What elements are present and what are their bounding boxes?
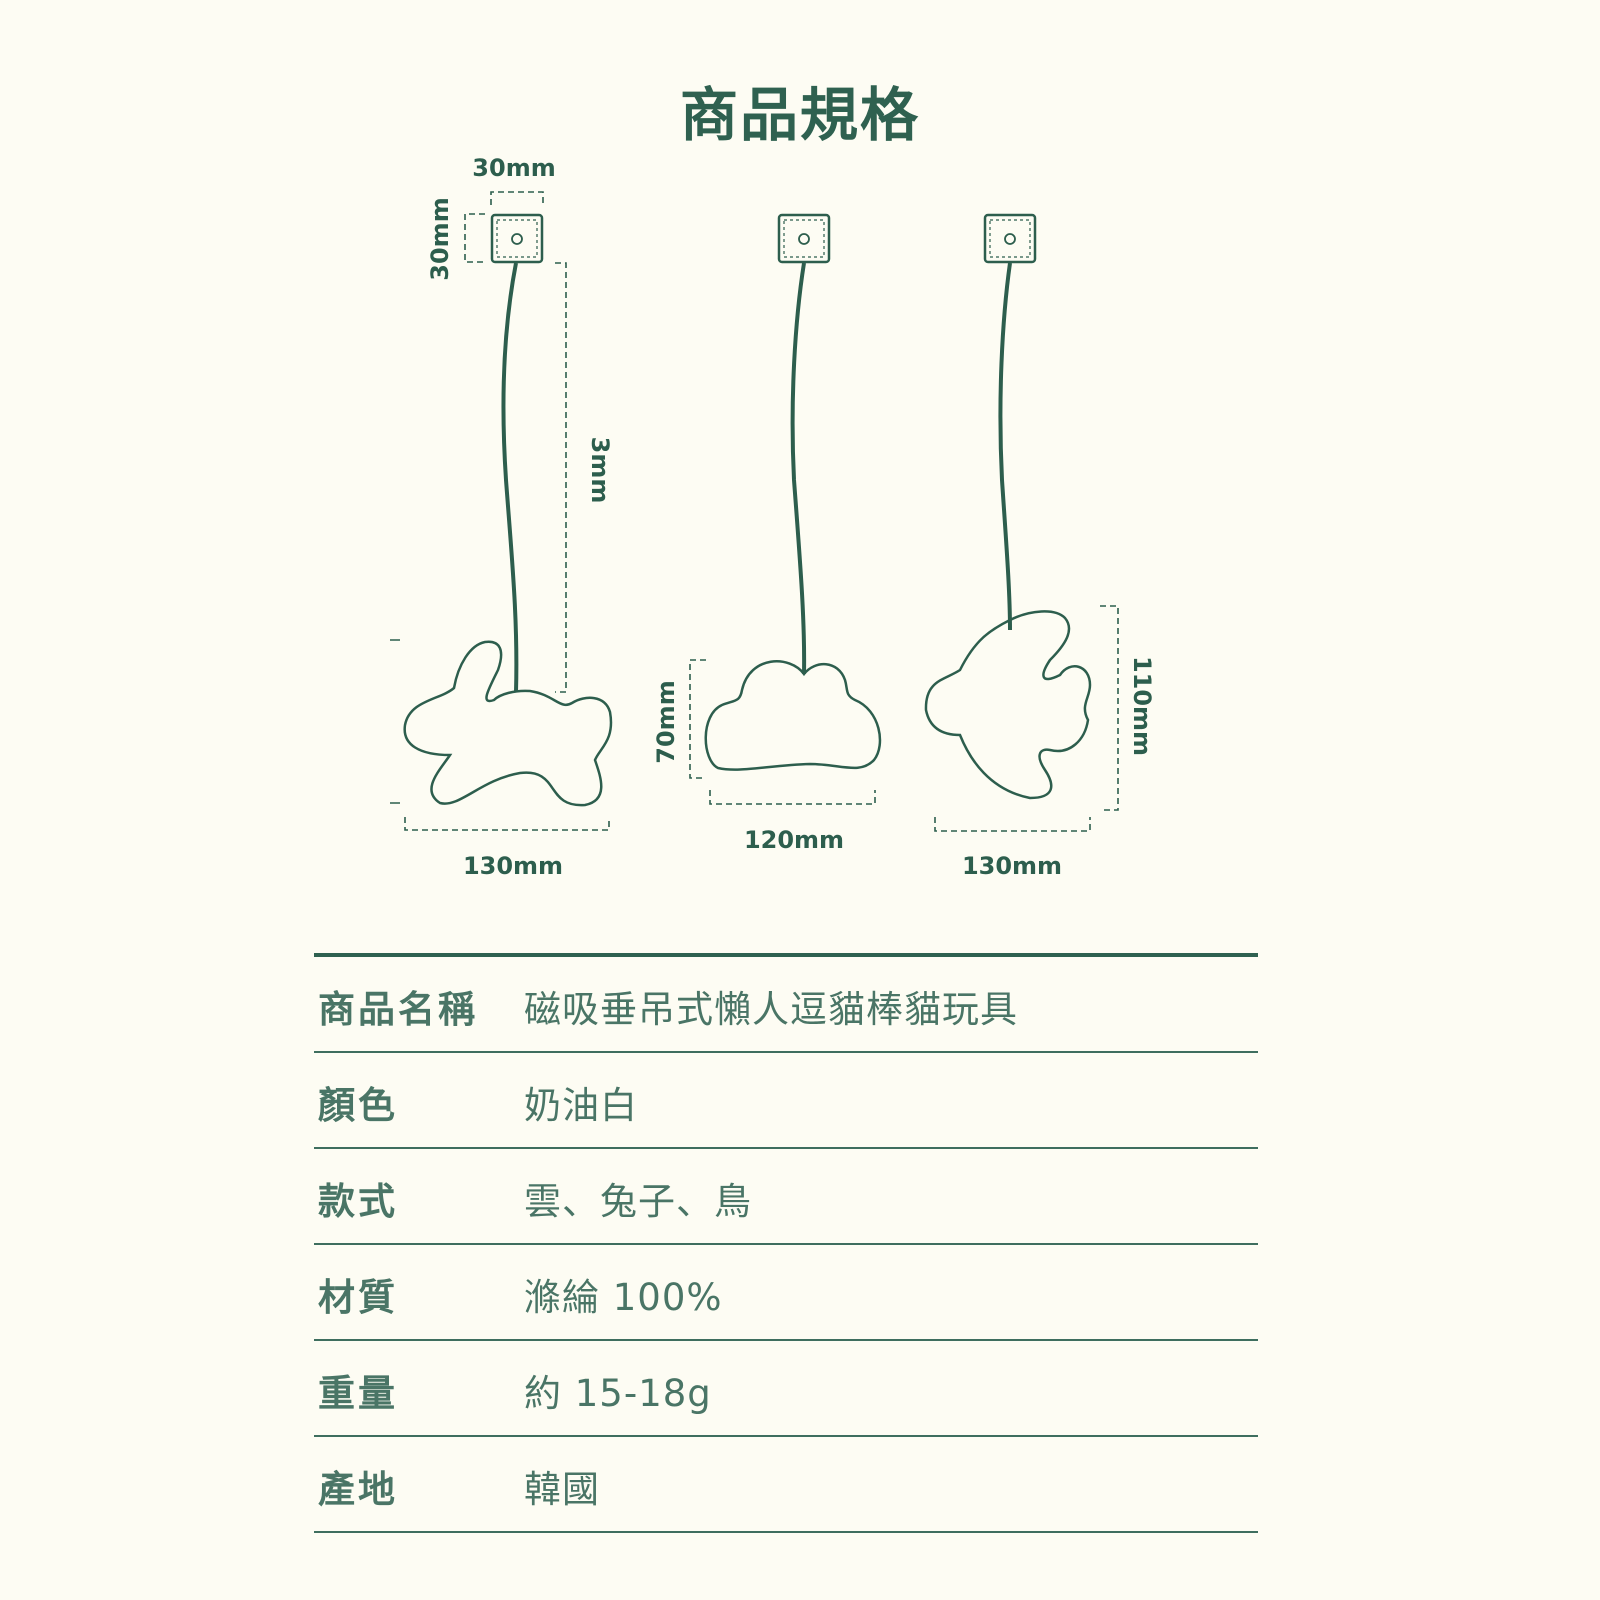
mount-height-label: 30mm bbox=[426, 197, 454, 281]
product-diagram bbox=[390, 191, 1119, 832]
bird-shape bbox=[924, 610, 1092, 800]
magnet-mount-cloud bbox=[777, 213, 831, 264]
bird-width-label: 130mm bbox=[961, 852, 1063, 880]
string-bird bbox=[998, 262, 1012, 631]
cloud-height-label: 70mm bbox=[652, 680, 680, 764]
page-title: 商品規格 bbox=[679, 81, 920, 149]
spec-row-origin: 產地 韓國 bbox=[314, 1435, 1258, 1533]
spec-row-style: 款式 雲、兔子、鳥 bbox=[314, 1147, 1258, 1243]
spec-row-name: 商品名稱 磁吸垂吊式懶人逗貓棒貓玩具 bbox=[314, 953, 1258, 1051]
spec-value: 雲、兔子、鳥 bbox=[524, 1180, 752, 1223]
cloud-shape bbox=[704, 660, 882, 771]
spec-table: 商品名稱 磁吸垂吊式懶人逗貓棒貓玩具 顏色 奶油白 款式 雲、兔子、鳥 材質 滌… bbox=[314, 953, 1258, 1533]
spec-label: 顏色 bbox=[318, 1084, 398, 1127]
spec-label: 產地 bbox=[318, 1468, 398, 1511]
spec-label: 商品名稱 bbox=[318, 988, 478, 1031]
spec-value: 滌綸 100% bbox=[524, 1276, 723, 1319]
string-length-label: 3mm bbox=[586, 436, 614, 504]
string-cloud bbox=[790, 262, 807, 675]
mount-width-label: 30mm bbox=[472, 154, 556, 182]
spec-value: 韓國 bbox=[524, 1468, 600, 1511]
rabbit-shape bbox=[403, 640, 613, 807]
rabbit-width-label: 130mm bbox=[462, 852, 564, 880]
spec-label: 材質 bbox=[318, 1276, 398, 1319]
spec-value: 奶油白 bbox=[524, 1084, 638, 1127]
spec-row-color: 顏色 奶油白 bbox=[314, 1051, 1258, 1147]
spec-value: 約 15-18g bbox=[524, 1372, 712, 1415]
spec-row-weight: 重量 約 15-18g bbox=[314, 1339, 1258, 1435]
magnet-mount-rabbit bbox=[490, 213, 544, 264]
spec-label: 重量 bbox=[318, 1372, 398, 1415]
spec-value: 磁吸垂吊式懶人逗貓棒貓玩具 bbox=[524, 988, 1018, 1031]
string-rabbit bbox=[501, 262, 519, 693]
magnet-mount-bird bbox=[983, 213, 1037, 264]
dimension-lines bbox=[404, 191, 1119, 832]
spec-row-material: 材質 滌綸 100% bbox=[314, 1243, 1258, 1339]
bird-height-label: 110mm bbox=[1128, 655, 1156, 757]
cloud-width-label: 120mm bbox=[743, 826, 845, 854]
spec-label: 款式 bbox=[318, 1180, 398, 1223]
